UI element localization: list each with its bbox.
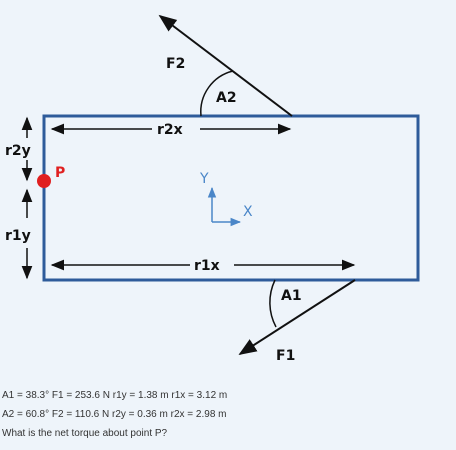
f1-label: F1 (276, 348, 295, 364)
x-axis-label: X (243, 204, 253, 220)
givens-line-2: A2 = 60.8° F2 = 110.6 N r2y = 0.36 m r2x… (2, 409, 227, 420)
f2-arrow (158, 14, 293, 117)
a2-angle-arc (200, 70, 234, 117)
r1x-label: r1x (194, 258, 220, 274)
question-text: What is the net torque about point P? (2, 428, 168, 439)
givens-line-1: A1 = 38.3° F1 = 253.6 N r1y = 1.38 m r1x… (2, 390, 228, 401)
a1-angle-arc (269, 279, 277, 328)
point-p-marker (37, 174, 51, 188)
f2-label: F2 (166, 56, 185, 72)
y-axis-label: Y (199, 171, 209, 187)
force-diagram: F2 A2 r2x r2y r1y P Y X r1x F1 A1 (5, 14, 420, 364)
rigid-body-box (42, 114, 420, 282)
problem-text: A1 = 38.3° F1 = 253.6 N r1y = 1.38 m r1x… (2, 386, 452, 443)
a2-label: A2 (216, 90, 237, 106)
r2y-label: r2y (5, 143, 31, 159)
a1-label: A1 (281, 288, 302, 304)
point-p-label: P (55, 165, 65, 181)
r2x-label: r2x (157, 122, 183, 138)
r1y-label: r1y (5, 228, 31, 244)
f1-arrow (238, 279, 356, 355)
